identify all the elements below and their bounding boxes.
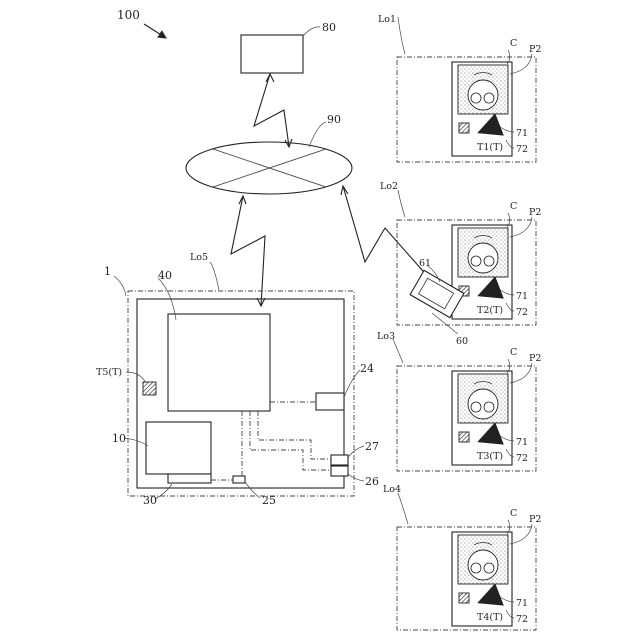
terminal-label: 60 bbox=[456, 336, 468, 347]
unit-26-box bbox=[331, 466, 348, 476]
reader-arrow bbox=[480, 288, 498, 295]
display-box bbox=[146, 422, 211, 474]
controller-box bbox=[168, 314, 270, 411]
unit-26-leader bbox=[348, 474, 364, 481]
unit-27-box bbox=[331, 455, 348, 465]
poster-label: P2 bbox=[529, 207, 541, 218]
location-lo2: Lo2 C P2 71 72 T2(T) bbox=[380, 181, 541, 325]
wire-controller-27 bbox=[258, 411, 331, 459]
reader-label: 71 bbox=[516, 291, 528, 302]
reader-label: 71 bbox=[516, 437, 528, 448]
reader-leader-b bbox=[506, 140, 514, 148]
reader-leader-b bbox=[506, 303, 514, 311]
reader-label-b: 72 bbox=[516, 614, 528, 625]
system-label: 100 bbox=[117, 8, 140, 22]
display-label: 10 bbox=[112, 432, 126, 445]
poster-label: P2 bbox=[529, 44, 541, 55]
location-lo3: Lo3 C P2 71 72 T3(T) bbox=[377, 331, 541, 471]
poster-label: P2 bbox=[529, 353, 541, 364]
terminal-leader bbox=[432, 313, 458, 334]
location-name: Lo3 bbox=[377, 331, 395, 342]
tag bbox=[459, 432, 469, 442]
tag bbox=[459, 123, 469, 133]
network-device-link bbox=[231, 196, 265, 306]
location-leader bbox=[398, 493, 408, 524]
location-name: Lo4 bbox=[383, 484, 401, 495]
unit-27-leader bbox=[348, 446, 364, 457]
location-name: Lo1 bbox=[378, 14, 396, 25]
slot-box bbox=[168, 474, 211, 483]
tag-shop-label: T5(T) bbox=[96, 367, 122, 378]
server-box bbox=[241, 35, 303, 73]
tag-shop bbox=[143, 382, 156, 395]
card-label: C bbox=[510, 508, 517, 519]
reader-label-b: 72 bbox=[516, 144, 528, 155]
link-arrow-server bbox=[266, 74, 274, 82]
controller-label: 40 bbox=[158, 269, 172, 282]
location-leader bbox=[393, 339, 403, 363]
shop-label: Lo5 bbox=[190, 252, 208, 263]
reader-label: 71 bbox=[516, 598, 528, 609]
unit-26-label: 26 bbox=[365, 475, 379, 488]
system-arrow bbox=[144, 24, 166, 38]
slot-label: 30 bbox=[143, 494, 157, 507]
reader-arrow bbox=[480, 125, 498, 132]
device-label: 1 bbox=[104, 265, 111, 278]
tag-shop-leader bbox=[126, 372, 146, 383]
card-label: C bbox=[510, 201, 517, 212]
reader-label-b: 72 bbox=[516, 307, 528, 318]
location-leader bbox=[398, 190, 405, 217]
server-leader bbox=[303, 27, 320, 36]
network-leader bbox=[309, 122, 326, 147]
reader-label: 71 bbox=[516, 128, 528, 139]
server-network-link bbox=[254, 74, 289, 147]
location-name: Lo2 bbox=[380, 181, 398, 192]
location-lo1: Lo1 C P2 71 72 T1(T) bbox=[378, 14, 541, 162]
device-leader bbox=[114, 276, 126, 296]
tag-label: T4(T) bbox=[477, 612, 503, 623]
tag-label: T1(T) bbox=[477, 142, 503, 153]
sensor-25-label: 25 bbox=[262, 494, 276, 507]
unit-24-leader bbox=[344, 370, 360, 397]
wire-controller-26 bbox=[250, 411, 331, 470]
terminal-part-label: 61 bbox=[419, 258, 431, 269]
unit-27-label: 27 bbox=[365, 440, 379, 453]
tag-label: T3(T) bbox=[477, 451, 503, 462]
reader-arrow bbox=[480, 595, 498, 602]
shop-leader bbox=[210, 262, 219, 290]
network-label: 90 bbox=[327, 113, 341, 126]
location-lo4: Lo4 C P2 71 72 T4(T) bbox=[383, 484, 541, 630]
terminal-body bbox=[410, 270, 464, 317]
slot-leader bbox=[155, 484, 172, 499]
reader-leader-b bbox=[506, 610, 514, 618]
reader-leader-b bbox=[506, 449, 514, 457]
poster-label: P2 bbox=[529, 514, 541, 525]
sensor-25-box bbox=[233, 476, 245, 483]
card-label: C bbox=[510, 347, 517, 358]
unit-24-label: 24 bbox=[360, 362, 374, 375]
tag bbox=[459, 593, 469, 603]
card-label: C bbox=[510, 38, 517, 49]
reader-arrow bbox=[480, 434, 498, 441]
network-terminal-link bbox=[343, 186, 430, 279]
location-leader bbox=[398, 17, 405, 54]
unit-24-box bbox=[316, 393, 344, 410]
server-label: 80 bbox=[322, 21, 336, 34]
reader-label-b: 72 bbox=[516, 453, 528, 464]
tag-label: T2(T) bbox=[477, 305, 503, 316]
